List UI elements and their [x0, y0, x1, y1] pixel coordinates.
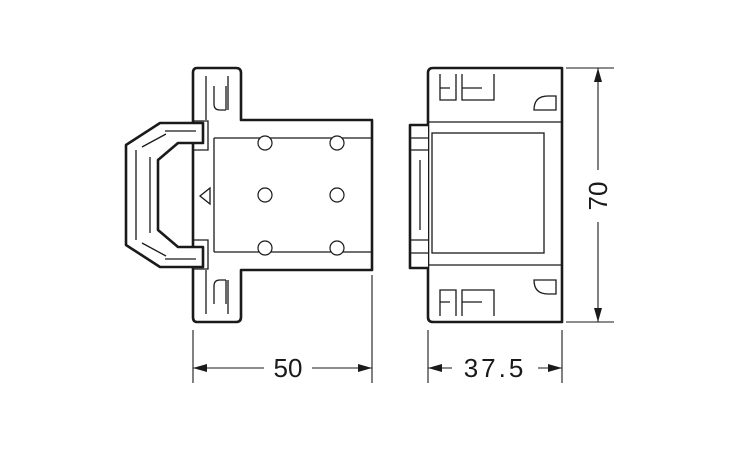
front-direction-triangle [198, 186, 211, 206]
side-bottom-slot-mid [461, 289, 495, 316]
front-mounting-plate [191, 66, 374, 324]
side-bottom-corner-right [533, 279, 557, 295]
front-hinge-arm [124, 121, 205, 269]
front-hole [329, 240, 345, 256]
side-view [408, 66, 564, 324]
front-plate-inner-edges [205, 76, 229, 314]
front-hinge-arm-inner [135, 130, 196, 260]
front-bottom-slot [213, 279, 227, 304]
front-top-slot [213, 86, 227, 111]
dimension-depth-side: 37.5 [427, 330, 563, 383]
side-flange-details [410, 137, 428, 254]
front-hole [257, 135, 273, 151]
side-body [426, 66, 564, 324]
side-flange [408, 123, 428, 270]
dimension-label-50: 50 [274, 353, 303, 383]
side-top-slot-mid [461, 74, 495, 101]
front-hole [329, 135, 345, 151]
dimension-arrow [594, 68, 602, 82]
front-inner-panel [213, 137, 372, 253]
dimension-arrow [193, 364, 207, 372]
dimension-arrow [358, 364, 372, 372]
front-arm-clamp [193, 120, 209, 270]
dimension-label-37-5: 37.5 [464, 353, 527, 383]
dimension-arrow [594, 308, 602, 322]
side-inner-frame [428, 121, 562, 266]
side-bottom-slot-left [439, 289, 457, 316]
side-top-slot-left [439, 74, 457, 101]
dimension-label-70: 70 [583, 182, 613, 211]
dimension-arrow [548, 364, 562, 372]
front-hole [329, 187, 345, 203]
front-view [124, 66, 374, 324]
dimension-height-side: 70 [566, 67, 614, 323]
side-inner-window [431, 132, 545, 254]
front-hole [257, 187, 273, 203]
front-hole [257, 240, 273, 256]
dimension-arrow [428, 364, 442, 372]
side-top-corner-right [533, 95, 557, 111]
dimension-width-front: 50 [192, 275, 373, 383]
